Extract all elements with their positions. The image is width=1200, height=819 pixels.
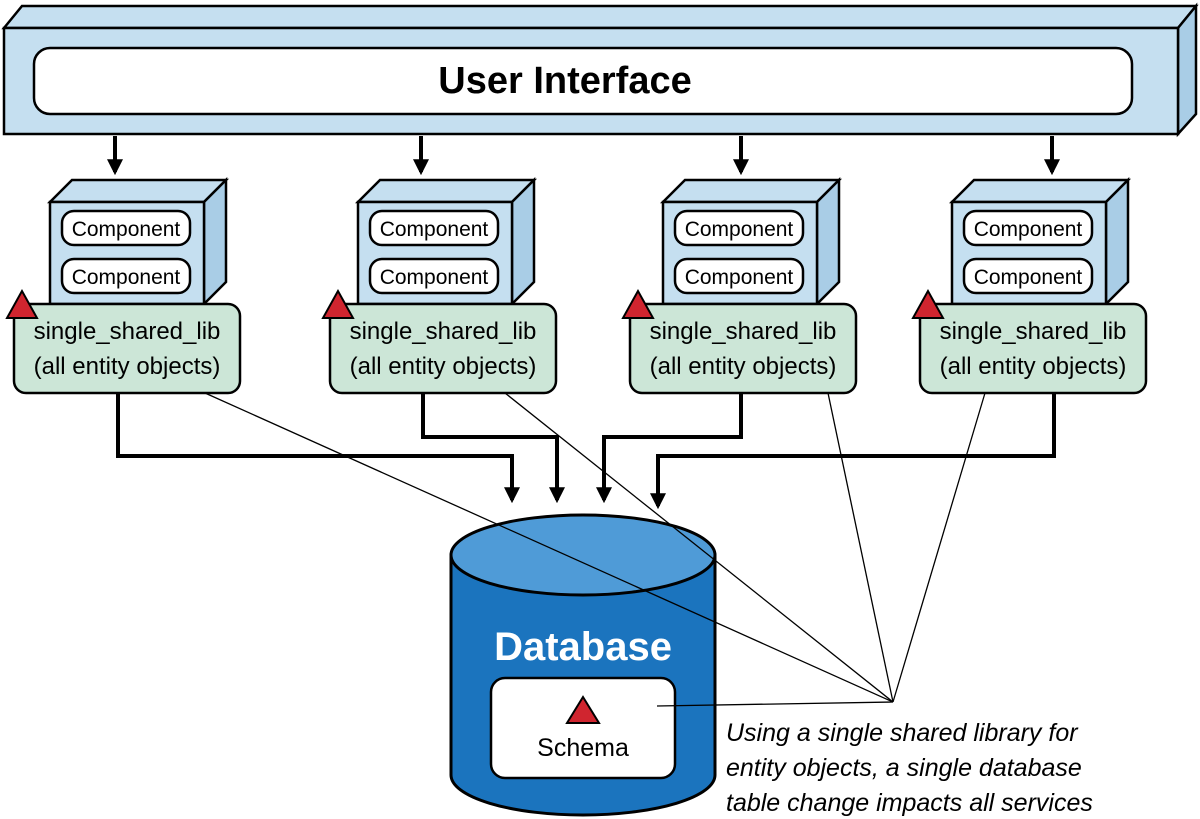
pointer-to-lib-3 bbox=[827, 392, 894, 703]
user-interface-bar: User Interface bbox=[1, 2, 1199, 138]
ui-bar-top-face bbox=[1, 4, 1199, 30]
service-box-side-face bbox=[815, 176, 841, 308]
pointer-to-lib-4 bbox=[892, 392, 986, 703]
service-box-top-face bbox=[659, 178, 843, 204]
shared-lib-name: single_shared_lib bbox=[650, 318, 837, 345]
arrow-lib-1-to-database bbox=[116, 393, 520, 504]
red-triangle-icon bbox=[5, 288, 39, 319]
schema-box bbox=[489, 676, 677, 780]
arrow-lib-2-to-database bbox=[421, 393, 565, 504]
arrow-lib-3-to-database bbox=[596, 393, 743, 504]
component-label: Component bbox=[685, 266, 794, 289]
shared-lib-name: single_shared_lib bbox=[34, 318, 221, 345]
service-box-top-face bbox=[948, 178, 1132, 204]
shared-lib-description: (all entity objects) bbox=[350, 353, 537, 380]
services-group: ComponentComponentsingle_shared_lib(all … bbox=[5, 176, 1148, 395]
service-1: ComponentComponentsingle_shared_lib(all … bbox=[5, 176, 242, 395]
component-label: Component bbox=[380, 266, 489, 289]
component-label: Component bbox=[72, 218, 181, 241]
database-cylinder: Database Schema bbox=[449, 513, 717, 817]
component-box bbox=[673, 209, 805, 247]
service-box-side-face bbox=[510, 176, 536, 308]
component-box bbox=[368, 209, 500, 247]
component-label: Component bbox=[380, 218, 489, 241]
pointer-to-lib-1 bbox=[204, 392, 894, 703]
lib-to-database-arrows bbox=[116, 393, 1056, 510]
red-triangle-icon bbox=[565, 695, 601, 724]
ui-to-service-arrows bbox=[107, 136, 1060, 176]
component-box bbox=[962, 209, 1094, 247]
pointer-to-lib-2 bbox=[504, 392, 894, 703]
database-title: Database bbox=[494, 625, 672, 669]
shared-lib-box bbox=[628, 302, 858, 395]
annotation-pointer-lines bbox=[204, 392, 986, 707]
component-box bbox=[60, 209, 192, 247]
shared-lib-name: single_shared_lib bbox=[940, 318, 1127, 345]
annotation-line-2: entity objects, a single database bbox=[726, 754, 1082, 782]
service-box-top-face bbox=[354, 178, 538, 204]
service-4: ComponentComponentsingle_shared_lib(all … bbox=[911, 176, 1148, 395]
ui-title-box bbox=[32, 46, 1134, 116]
arrow-lib-4-to-database bbox=[650, 393, 1056, 510]
annotation-text: Using a single shared library for entity… bbox=[726, 719, 1093, 817]
annotation-line-1: Using a single shared library for bbox=[726, 719, 1079, 747]
red-triangle-icon bbox=[621, 288, 655, 319]
shared-lib-box bbox=[328, 302, 558, 395]
shared-lib-description: (all entity objects) bbox=[650, 353, 837, 380]
component-box bbox=[962, 257, 1094, 295]
ui-bar-side-face bbox=[1176, 2, 1198, 138]
service-box-side-face bbox=[202, 176, 228, 308]
component-label: Component bbox=[72, 266, 181, 289]
pointer-to-schema bbox=[656, 701, 894, 707]
red-triangle-icon bbox=[911, 288, 945, 319]
component-label: Component bbox=[685, 218, 794, 241]
shared-lib-description: (all entity objects) bbox=[34, 353, 221, 380]
shared-lib-description: (all entity objects) bbox=[940, 353, 1127, 380]
service-2: ComponentComponentsingle_shared_lib(all … bbox=[321, 176, 558, 395]
database-top bbox=[449, 513, 717, 597]
shared-lib-box bbox=[918, 302, 1148, 395]
service-box-top-face bbox=[46, 178, 230, 204]
component-label: Component bbox=[974, 266, 1083, 289]
component-box bbox=[368, 257, 500, 295]
component-box bbox=[60, 257, 192, 295]
component-box bbox=[673, 257, 805, 295]
schema-label: Schema bbox=[537, 734, 629, 762]
ui-title: User Interface bbox=[438, 60, 691, 102]
service-box-side-face bbox=[1104, 176, 1130, 308]
service-3: ComponentComponentsingle_shared_lib(all … bbox=[621, 176, 858, 395]
red-triangle-icon bbox=[321, 288, 355, 319]
component-label: Component bbox=[974, 218, 1083, 241]
annotation-line-3: table change impacts all services bbox=[726, 789, 1093, 817]
shared-lib-box bbox=[12, 302, 242, 395]
shared-lib-name: single_shared_lib bbox=[350, 318, 537, 345]
